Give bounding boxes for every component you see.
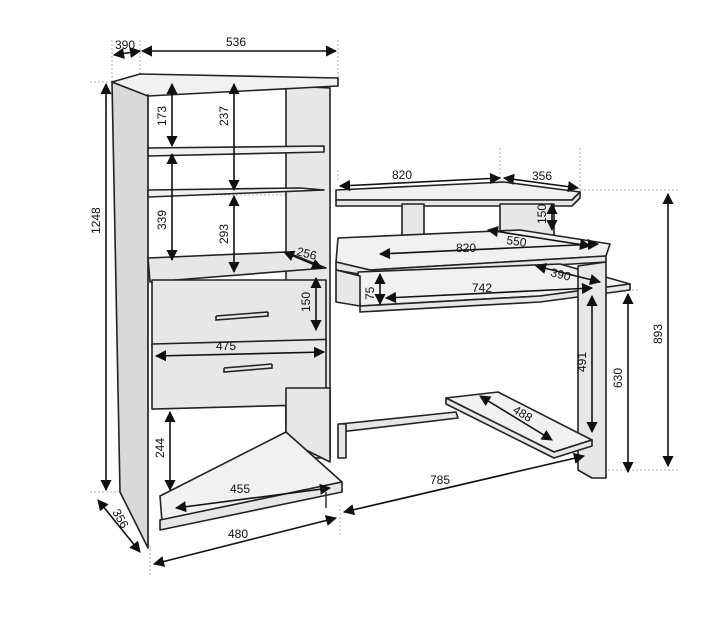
dim-leg-height: 491 [575, 352, 589, 372]
footrest-edge [445, 397, 593, 459]
dim-riser-height: 150 [535, 204, 549, 224]
extension-lines [90, 40, 680, 575]
desk-left-support [335, 269, 361, 307]
dim-lower-shelf-width: 455 [230, 482, 250, 496]
dim-inner-depth: 256 [295, 244, 318, 263]
dim-top-depth: 390 [115, 38, 135, 52]
left-side-panel [111, 81, 149, 549]
desk-upper-shelf-edge [335, 191, 581, 207]
dim-keyboard-height: 75 [363, 286, 377, 300]
desk-back-rail [339, 411, 459, 433]
upper-drawer-handle [215, 311, 269, 321]
dim-total-height: 1248 [89, 207, 103, 234]
dim-upper-open-height: 237 [217, 106, 231, 126]
dim-keyboard-depth: 390 [549, 265, 572, 284]
dim-drawer-width: 475 [216, 339, 236, 353]
middle-shelf [147, 187, 325, 198]
dim-desk-height-lower: 630 [611, 368, 625, 388]
footrest [445, 391, 593, 453]
dim-middle-shelf-height: 339 [155, 210, 169, 230]
dimension-lines [97, 45, 674, 567]
desk-left-post [337, 423, 347, 459]
dim-desk-top-depth: 356 [532, 169, 552, 183]
lower-drawer-handle [223, 363, 273, 373]
upper-drawer-front [151, 279, 327, 347]
dim-desk-total-height: 893 [651, 324, 665, 344]
dim-shelf-gap-top: 173 [155, 106, 169, 126]
dim-drawer-height: 150 [299, 292, 313, 312]
dim-top-width: 536 [226, 35, 246, 49]
dim-lower-shelf-height: 244 [153, 438, 167, 458]
dim-desk-depth: 550 [506, 233, 528, 250]
dim-middle-inner-height: 293 [217, 224, 231, 244]
dim-base-width: 480 [228, 527, 248, 541]
dim-desk-width: 820 [456, 241, 476, 255]
riser-left [401, 203, 425, 239]
dim-desk-top-width: 820 [392, 168, 412, 182]
dim-desk-span: 785 [430, 473, 450, 487]
desk-unit [335, 181, 631, 479]
dim-keyboard-width: 742 [472, 281, 492, 295]
